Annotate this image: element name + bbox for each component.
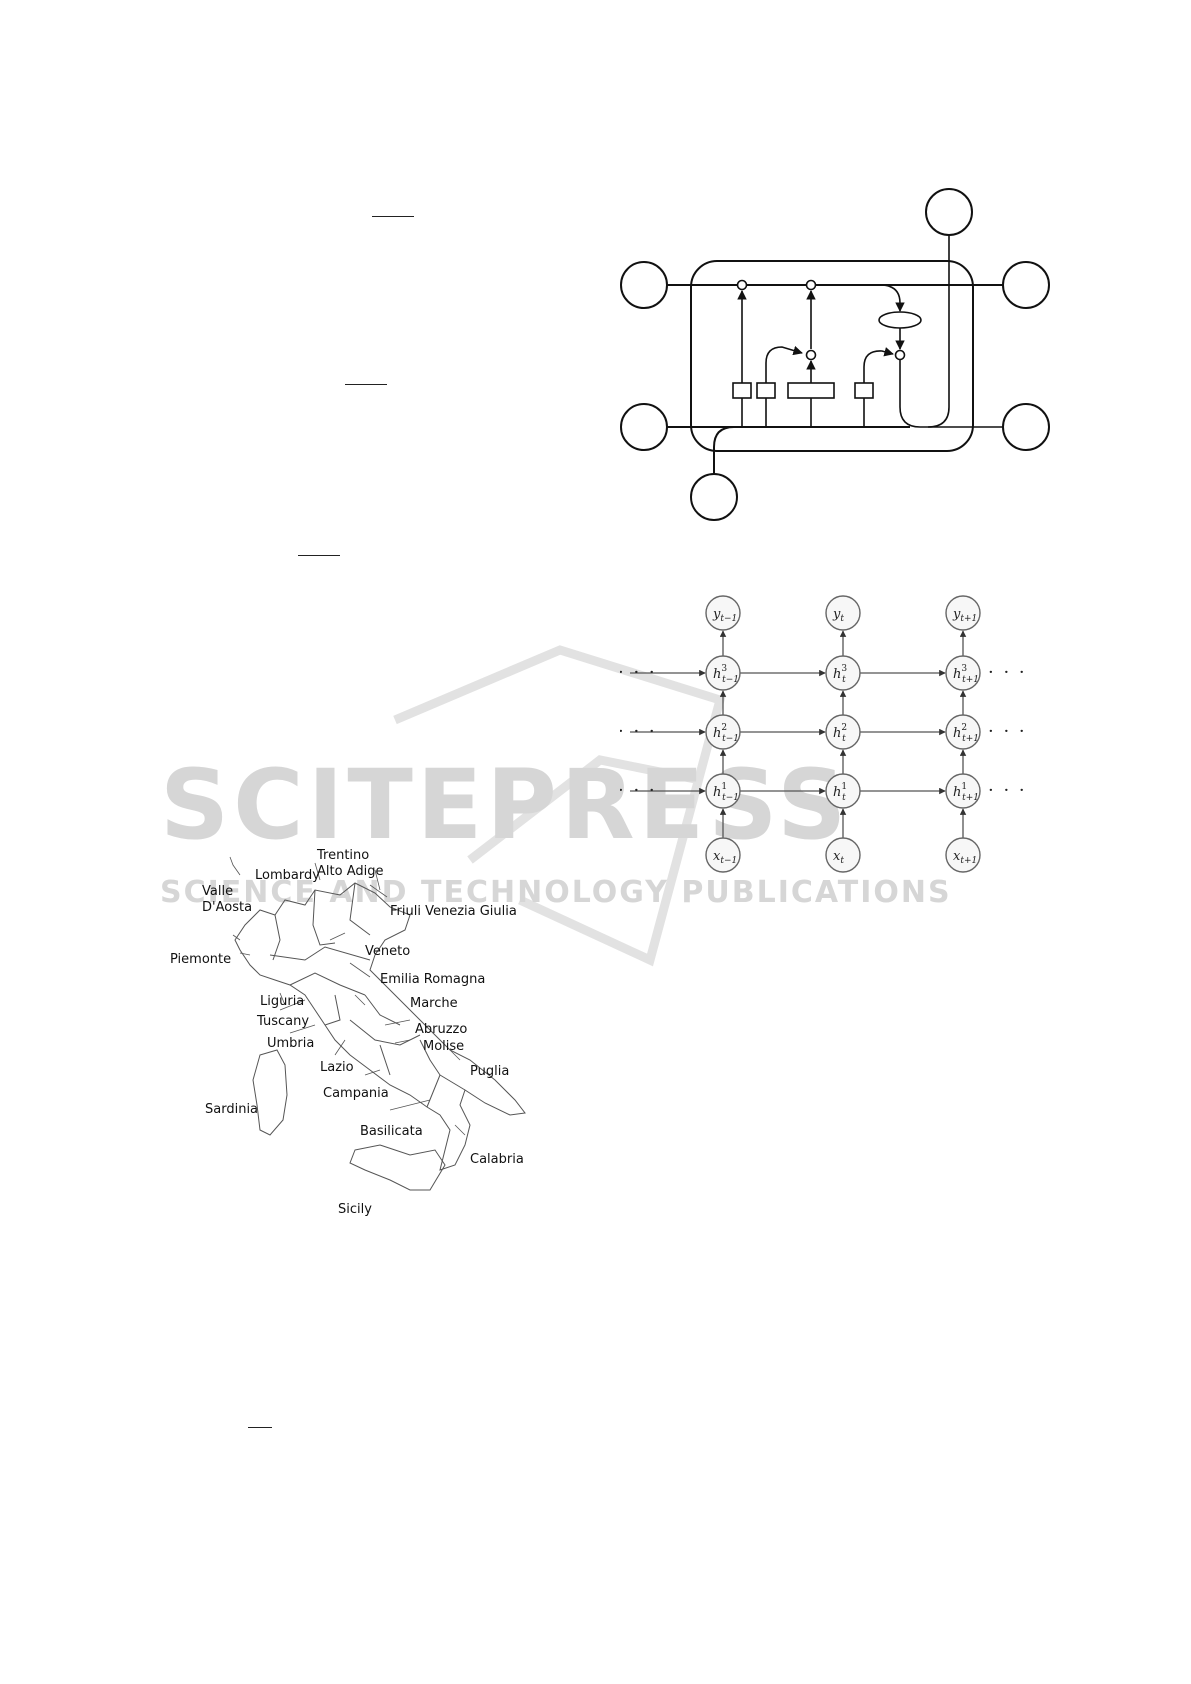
ellipsis-right: · · · [988,721,1027,742]
next-hidden-node [1002,403,1050,451]
label-abruzzo: Abruzzo [415,1022,467,1037]
input-node: xt−1 [705,837,741,873]
ellipsis-left: · · · [620,662,657,683]
label-lazio: Lazio [320,1060,354,1075]
label-calabria: Calabria [470,1152,524,1167]
label-puglia: Puglia [470,1064,509,1079]
prev-cell-state-node [620,261,668,309]
label-liguria: Liguria [260,994,304,1009]
input-node: xt [825,837,861,873]
output-mult-point [894,349,906,361]
leader-lines [229,856,466,1136]
input-node: xt+1 [945,837,981,873]
output-node-label: yt+1 [952,607,977,624]
output-node-label: yt−1 [712,607,737,624]
label-emilia-romagna: Emilia Romagna [380,972,485,987]
input-node [690,473,738,521]
italy-regions-map: Trentino Alto Adige Lombardy Valle D'Aos… [170,848,526,1217]
tanh-ellipse [878,311,922,329]
fraction-bar [372,216,414,217]
output-gate-box [854,382,874,399]
add-point [805,279,817,291]
label-piemonte: Piemonte [170,952,231,967]
label-lombardy: Lombardy [255,868,320,883]
label-umbria: Umbria [267,1036,314,1051]
candidate-box [787,382,835,399]
next-cell-state-node [1002,261,1050,309]
label-campania: Campania [323,1086,389,1101]
input-mult-point [805,349,817,361]
fraction-bar [248,1427,272,1428]
label-sicily: Sicily [338,1202,372,1217]
label-marche: Marche [410,996,458,1011]
label-sardinia: Sardinia [205,1102,258,1117]
label-friuli-venezia-giulia: Friuli Venezia Giulia [390,904,517,919]
label-molise: Molise [423,1039,464,1054]
forget-gate-box [732,382,752,399]
ellipsis-right: · · · [988,780,1027,801]
prev-hidden-node [620,403,668,451]
region-labels: Trentino Alto Adige Lombardy Valle D'Aos… [170,848,524,1217]
lstm-cell-diagram [620,188,1050,521]
input-gate-box [756,382,776,399]
label-basilicata: Basilicata [360,1124,423,1139]
label-trentino: Trentino [316,848,369,863]
fraction-bar [345,384,387,385]
italy-outline [234,882,526,1191]
ellipsis-left: · · · [620,721,657,742]
output-node: yt−1 [705,595,741,631]
output-node [925,188,973,236]
watermark-subtitle: SCIENCE AND TECHNOLOGY PUBLICATIONS [160,875,952,910]
output-node: yt+1 [945,595,981,631]
input-node-label: xt+1 [953,849,977,866]
ellipsis-right: · · · [988,662,1027,683]
output-node-label: yt [832,607,844,624]
label-tuscany: Tuscany [256,1014,309,1029]
watermark-logo-icon [393,645,726,967]
ellipsis-left: · · · [620,780,657,801]
lstm-cell-box [690,260,974,452]
output-node: yt [825,595,861,631]
input-node-label: xt [833,849,844,866]
label-valle: Valle [202,884,233,899]
fraction-bar [298,555,340,556]
input-node-label: xt−1 [713,849,737,866]
label-daosta: D'Aosta [202,900,252,915]
forget-mult-point [736,279,748,291]
label-alto-adige: Alto Adige [317,864,383,879]
label-veneto: Veneto [365,944,410,959]
